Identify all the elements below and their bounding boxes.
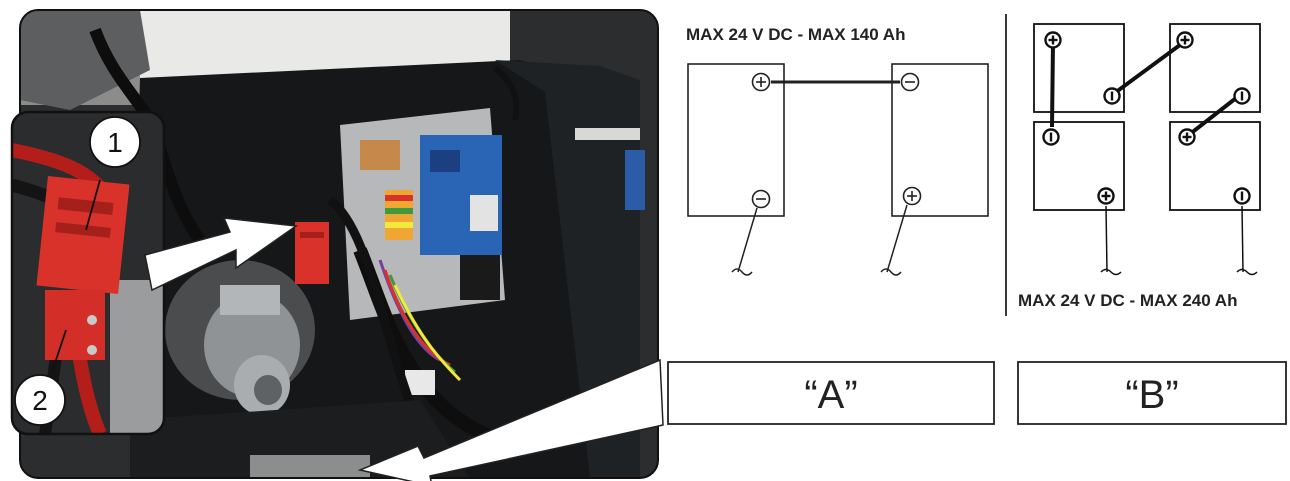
minus-terminal-icon (900, 72, 920, 92)
battery-a2 (891, 63, 989, 217)
battery-b1 (1033, 23, 1125, 113)
plus-terminal-icon (751, 72, 771, 92)
controller-plate (340, 108, 505, 320)
plus-terminal-icon (1178, 128, 1196, 146)
callout-2-label: 2 (32, 385, 48, 416)
callout-1: 1 (85, 116, 141, 231)
motor (165, 260, 315, 415)
minus-terminal-icon (751, 189, 771, 209)
diagram-b-heading: MAX 24 V DC - MAX 240 Ah (1018, 291, 1237, 310)
label-box-b: “B” (1017, 361, 1287, 425)
diagram-b: MAX 24 V DC - MAX 240 Ah (1018, 23, 1261, 310)
diagram-a-heading: MAX 24 V DC - MAX 140 Ah (686, 25, 905, 44)
label-b: “B” (1125, 373, 1178, 417)
machine-photo (19, 9, 659, 479)
minus-terminal-icon (1103, 87, 1121, 105)
callout-2: 2 (14, 329, 67, 426)
ground-icon (1236, 205, 1258, 276)
label-box-a: “A” (667, 361, 995, 425)
minus-terminal-icon (1233, 187, 1251, 205)
plus-terminal-icon (1097, 187, 1115, 205)
battery-b3 (1033, 121, 1125, 211)
plus-terminal-icon (1044, 31, 1062, 49)
arrow-to-connector (144, 217, 299, 292)
diagram-a: MAX 24 V DC - MAX 140 Ah (686, 25, 989, 276)
ground-icon (880, 204, 908, 276)
plus-terminal-icon (902, 186, 922, 206)
minus-terminal-icon (1042, 128, 1060, 146)
plus-terminal-icon (1176, 31, 1194, 49)
label-a: “A” (804, 373, 857, 417)
ground-icon (1100, 205, 1122, 276)
battery-a1 (687, 63, 785, 217)
minus-terminal-icon (1233, 87, 1251, 105)
arrow-to-battery (357, 358, 664, 481)
callout-1-label: 1 (107, 127, 123, 158)
ground-icon (731, 207, 758, 276)
battery-b4 (1169, 121, 1261, 211)
